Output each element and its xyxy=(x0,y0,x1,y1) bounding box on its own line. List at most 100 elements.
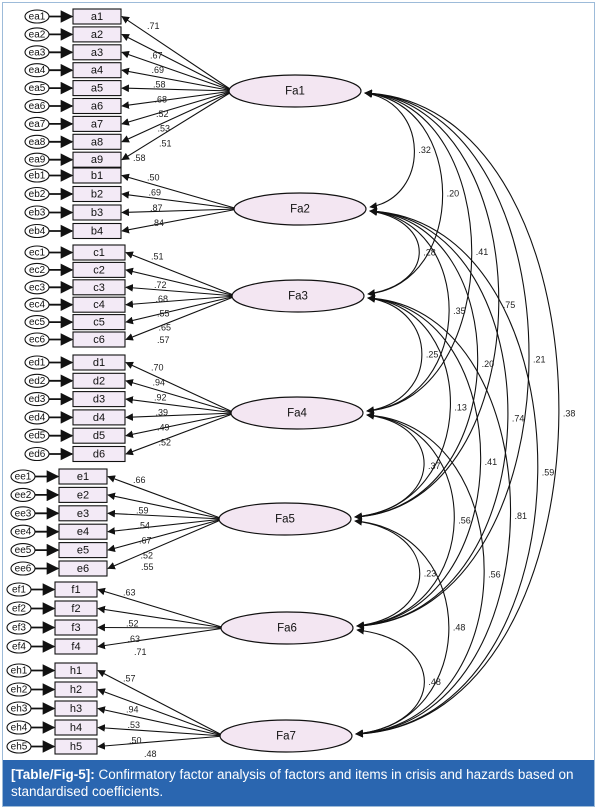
item-box-a2 xyxy=(72,26,122,43)
loading-value-h1: .57 xyxy=(123,673,136,683)
loading-value-b4: .84 xyxy=(152,218,165,228)
item-box-h3 xyxy=(54,700,98,717)
item-label-b4: b4 xyxy=(91,226,103,238)
correlation-arc-Fa1-Fa6 xyxy=(356,89,530,630)
item-box-e2 xyxy=(58,486,108,503)
item-label-e6: e6 xyxy=(77,563,89,575)
item-box-f3 xyxy=(54,619,98,636)
loading-path-d6 xyxy=(125,412,236,456)
error-label-ea6: ea6 xyxy=(29,101,46,112)
correlation-arc-Fa2-Fa6 xyxy=(356,207,509,630)
loading-path-c6 xyxy=(125,295,237,341)
error-label-ea5: ea5 xyxy=(29,83,46,94)
correlation-arc-Fa3-Fa5 xyxy=(354,294,451,521)
error-label-ee3: ee3 xyxy=(15,508,32,519)
correlation-arc-Fa3-Fa6 xyxy=(356,294,482,630)
loading-value-a1: .71 xyxy=(147,21,160,31)
correlation-value-Fa2-Fa5: .20 xyxy=(482,359,495,369)
factor-label-Fa5: Fa5 xyxy=(275,514,295,526)
error-label-ed1: ed1 xyxy=(29,358,46,369)
loading-value-extra-Fa1: .58 xyxy=(133,153,146,163)
error-label-ee1: ee1 xyxy=(15,472,32,483)
item-label-c2: c2 xyxy=(93,264,105,276)
error-label-ea2: ea2 xyxy=(29,29,46,40)
item-box-f4 xyxy=(54,638,98,655)
loading-value-a3: .67 xyxy=(150,50,163,60)
error-label-ee4: ee4 xyxy=(15,527,32,538)
item-box-f2 xyxy=(54,600,98,617)
item-label-h2: h2 xyxy=(70,684,82,696)
item-box-e1 xyxy=(58,468,108,485)
loading-value-d2: .94 xyxy=(153,378,166,388)
item-label-e1: e1 xyxy=(77,471,89,483)
correlation-value-Fa1-Fa2: .32 xyxy=(418,145,431,155)
item-label-a8: a8 xyxy=(91,136,103,148)
item-box-b2 xyxy=(72,185,122,203)
item-box-d4 xyxy=(72,409,126,426)
item-box-h4 xyxy=(54,719,98,736)
item-box-c6 xyxy=(72,331,126,348)
error-label-ec3: ec3 xyxy=(29,282,46,293)
loading-path-f4 xyxy=(97,627,226,650)
correlation-arc-Fa1-Fa5 xyxy=(354,89,500,521)
loading-path-c3 xyxy=(125,284,237,297)
error-label-ee2: ee2 xyxy=(15,490,32,501)
loading-value-h5: .50 xyxy=(129,736,142,746)
item-box-e3 xyxy=(58,505,108,522)
error-label-ea7: ea7 xyxy=(29,119,46,130)
error-label-ee5: ee5 xyxy=(15,545,32,556)
loading-value-f3: .52 xyxy=(126,619,139,629)
correlation-value-Fa1-Fa5: .75 xyxy=(503,300,516,310)
loading-path-e4 xyxy=(107,518,224,535)
error-label-ee6: ee6 xyxy=(15,564,32,575)
correlation-value-Fa4-Fa5: .37 xyxy=(428,461,441,471)
item-label-a4: a4 xyxy=(91,65,103,77)
loading-value-extra-Fa6: .71 xyxy=(134,647,147,657)
item-box-b4 xyxy=(72,222,122,240)
item-label-a5: a5 xyxy=(91,83,103,95)
loading-value-e3: .59 xyxy=(136,505,149,515)
loading-value-h4: .53 xyxy=(128,720,141,730)
loading-path-h4 xyxy=(97,724,225,737)
loading-value-d4: .39 xyxy=(156,408,169,418)
error-label-ea4: ea4 xyxy=(29,65,46,76)
loading-path-d5 xyxy=(125,412,236,439)
loading-path-d3 xyxy=(125,396,236,414)
error-label-ec4: ec4 xyxy=(29,300,46,311)
loading-value-d3: .92 xyxy=(154,393,167,403)
item-box-a7 xyxy=(72,115,122,132)
error-label-ef1: ef1 xyxy=(12,585,26,596)
error-label-eb4: eb4 xyxy=(29,226,46,237)
item-label-f2: f2 xyxy=(71,603,80,615)
correlation-arc-Fa2-Fa7 xyxy=(355,207,539,738)
loading-value-b3: .87 xyxy=(150,203,163,213)
loading-path-a6 xyxy=(121,90,234,109)
item-label-c4: c4 xyxy=(93,299,105,311)
correlation-value-Fa1-Fa6: .21 xyxy=(533,355,546,365)
item-label-a2: a2 xyxy=(91,29,103,41)
loading-path-b2 xyxy=(121,191,239,210)
correlation-value-Fa2-Fa3: .28 xyxy=(423,248,436,258)
error-label-eh3: eh3 xyxy=(11,704,28,715)
item-box-a6 xyxy=(72,97,122,115)
loading-path-f1 xyxy=(97,587,226,629)
correlation-value-Fa3-Fa6: .41 xyxy=(485,457,498,467)
factor-label-Fa2: Fa2 xyxy=(290,204,310,216)
item-label-d4: d4 xyxy=(93,412,105,424)
loading-path-d1 xyxy=(125,361,236,414)
item-label-d5: d5 xyxy=(93,430,105,442)
loading-path-a3 xyxy=(121,50,234,92)
loading-value-e6: .52 xyxy=(141,551,154,561)
error-label-eh5: eh5 xyxy=(11,742,28,753)
item-label-h5: h5 xyxy=(70,741,82,753)
item-label-a7: a7 xyxy=(91,118,103,130)
error-label-ea9: ea9 xyxy=(29,155,46,166)
correlation-arc-Fa1-Fa7 xyxy=(355,89,560,738)
correlation-value-Fa3-Fa4: .25 xyxy=(426,350,439,360)
item-box-a5 xyxy=(72,80,122,97)
error-label-ed5: ed5 xyxy=(29,431,46,442)
error-label-ec2: ec2 xyxy=(29,265,46,276)
correlation-arc-Fa2-Fa4 xyxy=(366,207,450,415)
item-label-b3: b3 xyxy=(91,207,103,219)
